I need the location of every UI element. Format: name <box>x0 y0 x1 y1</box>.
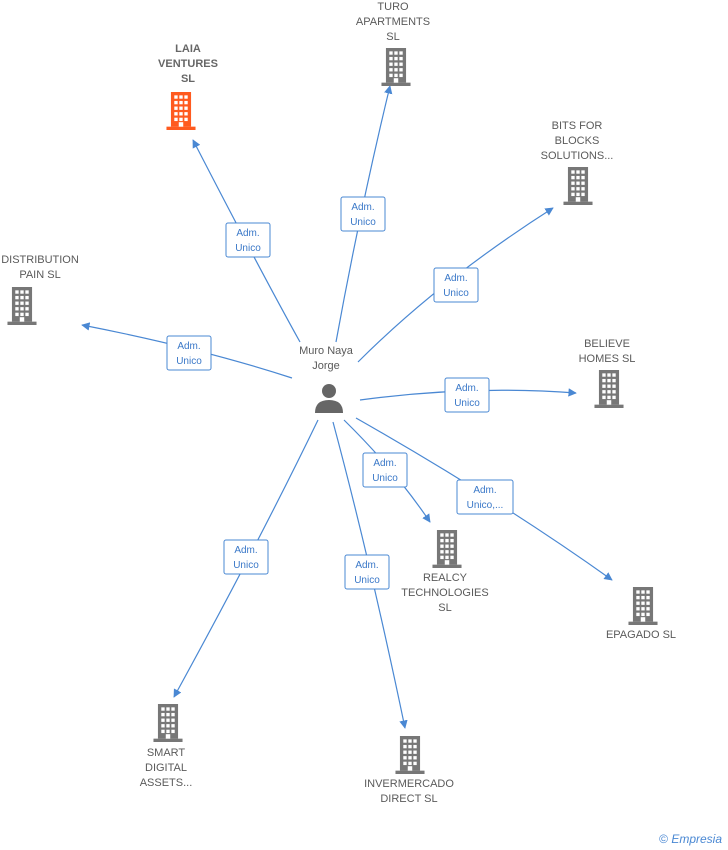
company-name-invermercado[interactable]: INVERMERCADO DIRECT SL <box>364 778 454 805</box>
edge-label-text: Unico <box>233 560 259 571</box>
edge-label-text: Adm. <box>236 228 259 239</box>
company-name-bits[interactable]: BITS FOR BLOCKS SOLUTIONS... <box>540 120 614 162</box>
edge-label-text: Adm. <box>351 202 374 213</box>
company-name-distribution[interactable]: DISTRIBUTION PAIN SL <box>1 254 79 281</box>
edge-label-text: Adm. <box>473 485 496 496</box>
company-name-smart[interactable]: SMART DIGITAL ASSETS... <box>139 747 193 789</box>
company-name-realcy[interactable]: REALCY TECHNOLOGIES SL <box>401 572 489 614</box>
person-name[interactable]: Muro Naya Jorge <box>299 345 353 372</box>
company-name-turo[interactable]: TURO APARTMENTS SL <box>355 1 431 43</box>
building-icon[interactable] <box>165 92 197 135</box>
building-icon[interactable] <box>152 704 184 747</box>
brand-name: Empresia <box>671 832 722 846</box>
copyright-icon: © <box>659 832 668 846</box>
edge-label-realcy[interactable]: Adm. Unico <box>362 452 408 488</box>
edge-label-text: Adm. <box>355 560 378 571</box>
edge-label-text: Adm. <box>455 383 478 394</box>
edge-label-laia[interactable]: Adm. Unico <box>225 222 271 258</box>
edge-label-text: Unico <box>235 243 261 254</box>
edge-label-text: Unico <box>454 398 480 409</box>
building-icon[interactable] <box>562 167 594 210</box>
edge-label-text: Unico <box>372 473 398 484</box>
company-name-epagado[interactable]: EPAGADO SL <box>605 629 677 641</box>
edge-label-text: Unico <box>350 217 376 228</box>
edge-label-smart[interactable]: Adm. Unico <box>223 539 269 575</box>
edge-label-text: Adm. <box>444 273 467 284</box>
edge-label-text: Unico <box>176 356 202 367</box>
building-icon[interactable] <box>431 530 463 573</box>
building-icon[interactable] <box>627 587 659 630</box>
edge-label-turo[interactable]: Adm. Unico <box>340 196 386 232</box>
person-icon[interactable] <box>313 382 345 419</box>
building-icon[interactable] <box>593 370 625 413</box>
company-name-laia[interactable]: LAIA VENTURES SL <box>158 43 218 85</box>
edge-label-text: Unico <box>354 575 380 586</box>
edge-label-text: Unico <box>443 288 469 299</box>
building-icon[interactable] <box>394 736 426 779</box>
company-name-believe[interactable]: BELIEVE HOMES SL <box>578 338 636 365</box>
building-icon[interactable] <box>6 287 38 330</box>
edge-label-distribution[interactable]: Adm. Unico <box>166 335 212 371</box>
footer-copyright: © Empresia <box>659 832 722 846</box>
edge-label-bits[interactable]: Adm. Unico <box>433 267 479 303</box>
edge-label-text: Adm. <box>177 341 200 352</box>
edge-label-epagado[interactable]: Adm. Unico,... <box>456 479 514 515</box>
building-icon[interactable] <box>380 48 412 91</box>
edge-label-believe[interactable]: Adm. Unico <box>444 377 490 413</box>
edge-label-text: Adm. <box>234 545 257 556</box>
edge-label-text: Unico,... <box>467 500 504 511</box>
edge-label-invermercado[interactable]: Adm. Unico <box>344 554 390 590</box>
edge-label-text: Adm. <box>373 458 396 469</box>
